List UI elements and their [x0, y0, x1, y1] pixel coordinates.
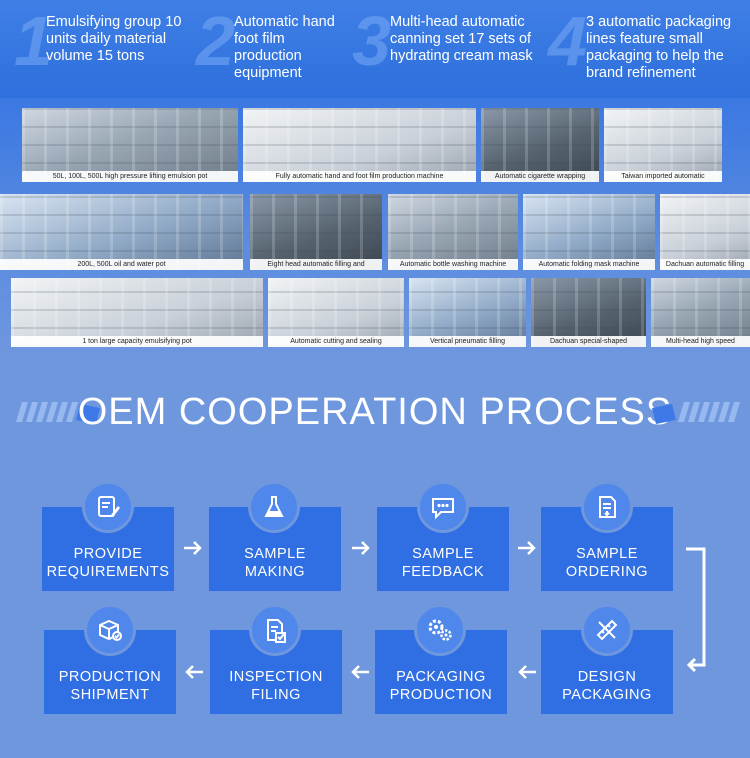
chat-bubble-icon — [417, 481, 469, 533]
process-title: OEM COOPERATION PROCESS — [77, 391, 673, 433]
ruler-pencil-icon — [581, 604, 633, 656]
photo-caption: Eight head automatic filling and — [250, 259, 382, 270]
equipment-gallery: 50L, 100L, 500L high pressure lifting em… — [0, 98, 750, 358]
equipment-photo: Automatic bottle washing machine — [388, 194, 518, 270]
step-label-line2: FEEDBACK — [401, 564, 485, 580]
step-label-line1: INSPECTION — [229, 669, 323, 685]
equipment-photo: Automatic folding mask machine — [523, 194, 655, 270]
equipment-photo: 50L, 100L, 500L high pressure lifting em… — [22, 108, 238, 182]
photo-caption: 200L, 500L oil and water pot — [0, 259, 243, 270]
photo-caption: Automatic cigarette wrapping — [481, 171, 599, 182]
step-label-line1: DESIGN — [577, 669, 637, 685]
left-stripes-decoration — [16, 402, 100, 424]
step-label-line2: REQUIREMENTS — [46, 564, 170, 580]
step-packaging-production: PACKAGING PRODUCTION — [375, 630, 507, 714]
step-label-line2: MAKING — [244, 564, 306, 580]
feature-text: Automatic hand foot film production equi… — [234, 14, 335, 81]
arrow-right-icon — [352, 541, 370, 555]
arrow-left-icon — [185, 665, 203, 679]
turn-down-arrow-icon — [686, 547, 706, 673]
equipment-photo: Vertical pneumatic filling — [409, 278, 526, 347]
form-edit-icon — [82, 481, 134, 533]
step-label-line2: FILING — [251, 687, 301, 703]
feature-text: Multi-head automatic canning set 17 sets… — [390, 14, 533, 64]
photo-caption: Automatic bottle washing machine — [388, 259, 518, 270]
equipment-photo: Automatic cigarette wrapping — [481, 108, 599, 182]
step-label-line1: PACKAGING — [396, 669, 486, 685]
arrow-left-icon — [518, 665, 536, 679]
step-label-line2: SHIPMENT — [70, 687, 150, 703]
equipment-photo: 200L, 500L oil and water pot — [0, 194, 243, 270]
equipment-photo: Automatic cutting and sealing — [268, 278, 404, 347]
feature-number: 3 — [352, 2, 391, 80]
step-label-line2: PRODUCTION — [389, 687, 493, 703]
feature-number: 4 — [548, 2, 587, 80]
equipment-photo: Multi-head high speed — [651, 278, 750, 347]
equipment-photo: Dachuan automatic filling — [660, 194, 750, 270]
arrow-right-icon — [184, 541, 202, 555]
step-design-packaging: DESIGN PACKAGING — [541, 630, 673, 714]
feature-1: 1 Emulsifying group 10 units daily mater… — [14, 0, 194, 98]
equipment-photo: 1 ton large capacity emulsifying pot — [11, 278, 263, 347]
checklist-icon — [249, 604, 301, 656]
photo-caption: Dachuan automatic filling — [660, 259, 750, 270]
feature-3: 3 Multi-head automatic canning set 17 se… — [352, 0, 552, 98]
gears-icon — [414, 604, 466, 656]
step-label-line1: PROVIDE — [73, 546, 143, 562]
photo-caption: Automatic folding mask machine — [523, 259, 655, 270]
photo-caption: 1 ton large capacity emulsifying pot — [11, 336, 263, 347]
photo-caption: 50L, 100L, 500L high pressure lifting em… — [22, 171, 238, 182]
equipment-photo: Eight head automatic filling and — [250, 194, 382, 270]
photo-caption: Multi-head high speed — [651, 336, 750, 347]
feature-4: 4 3 automatic packaging lines feature sm… — [548, 0, 748, 98]
feature-2: 2 Automatic hand foot film production eq… — [196, 0, 356, 98]
order-document-icon — [581, 481, 633, 533]
step-label-line1: SAMPLE — [576, 546, 638, 562]
step-label-line1: PRODUCTION — [58, 669, 162, 685]
photo-caption: Dachuan special-shaped — [531, 336, 646, 347]
feature-number: 1 — [14, 2, 53, 80]
package-box-icon — [84, 604, 136, 656]
step-label-line1: SAMPLE — [244, 546, 306, 562]
equipment-photo: Fully automatic hand and foot film produ… — [243, 108, 476, 182]
feature-banner: 1 Emulsifying group 10 units daily mater… — [0, 0, 750, 98]
step-label-line2: PACKAGING — [562, 687, 652, 703]
right-stripes-decoration — [652, 402, 740, 424]
equipment-photo: Taiwan imported automatic — [604, 108, 722, 182]
feature-number: 2 — [196, 2, 235, 80]
photo-caption: Vertical pneumatic filling — [409, 336, 526, 347]
photo-caption: Automatic cutting and sealing — [268, 336, 404, 347]
flask-icon — [248, 481, 300, 533]
arrow-left-icon — [351, 665, 369, 679]
process-title-section: OEM COOPERATION PROCESS — [0, 378, 750, 444]
feature-text: Emulsifying group 10 units daily materia… — [46, 14, 182, 64]
feature-text: 3 automatic packaging lines feature smal… — [586, 14, 732, 81]
step-sample-feedback: SAMPLE FEEDBACK — [377, 507, 509, 591]
arrow-right-icon — [518, 541, 536, 555]
step-label-line1: SAMPLE — [412, 546, 474, 562]
equipment-photo: Dachuan special-shaped — [531, 278, 646, 347]
step-label-line2: ORDERING — [565, 564, 649, 580]
step-sample-ordering: SAMPLE ORDERING — [541, 507, 673, 591]
photo-caption: Fully automatic hand and foot film produ… — [243, 171, 476, 182]
photo-caption: Taiwan imported automatic — [604, 171, 722, 182]
